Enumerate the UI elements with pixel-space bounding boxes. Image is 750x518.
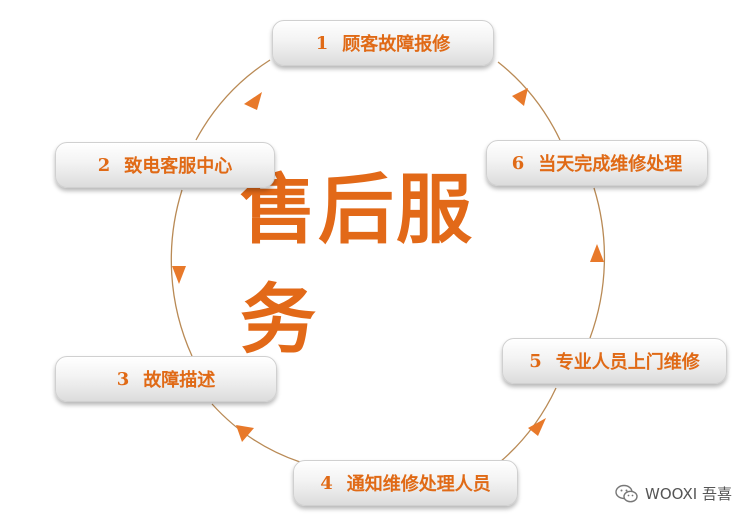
step-5-box: 5 专业人员上门维修: [502, 338, 727, 384]
arrow-1-2-icon: [244, 92, 262, 110]
arc-6-1: [497, 61, 561, 141]
step-number: 3: [116, 368, 130, 390]
step-number: 2: [97, 154, 111, 176]
wechat-icon: [615, 484, 638, 502]
step-label: 通知维修处理人员: [346, 474, 491, 495]
arrow-4-5-icon: [528, 418, 546, 436]
arrow-5-6-icon: [590, 244, 604, 262]
step-6-box: 6 当天完成维修处理: [486, 140, 708, 186]
step-number: 6: [511, 152, 525, 174]
arc-5-6: [589, 187, 606, 339]
step-label: 当天完成维修处理: [538, 154, 683, 175]
step-label: 故障描述: [143, 370, 216, 391]
step-label: 专业人员上门维修: [555, 352, 700, 373]
step-label: 致电客服中心: [124, 156, 233, 177]
step-number: 1: [315, 32, 329, 54]
step-4-box: 4 通知维修处理人员: [293, 460, 518, 506]
arc-3-4: [211, 403, 301, 463]
step-label: 顾客故障报修: [342, 34, 451, 55]
center-title: 售后服务: [240, 165, 474, 364]
watermark: WOOXI 吾喜: [615, 483, 732, 504]
step-number: 5: [529, 350, 542, 372]
step-number: 4: [320, 472, 333, 494]
step-2-box: 2 致电客服中心: [55, 142, 275, 188]
cycle-circle: [170, 59, 606, 463]
arrow-3-4-icon: [236, 425, 254, 442]
arrow-6-1-icon: [512, 88, 528, 106]
step-1-box: 1 顾客故障报修: [272, 20, 494, 66]
arc-2-3: [170, 189, 193, 357]
arc-4-5: [499, 387, 557, 463]
arc-1-2: [195, 59, 271, 141]
watermark-text: WOOXI 吾喜: [645, 485, 732, 503]
arrow-2-3-icon: [172, 266, 186, 284]
step-3-box: 3 故障描述: [55, 356, 277, 402]
